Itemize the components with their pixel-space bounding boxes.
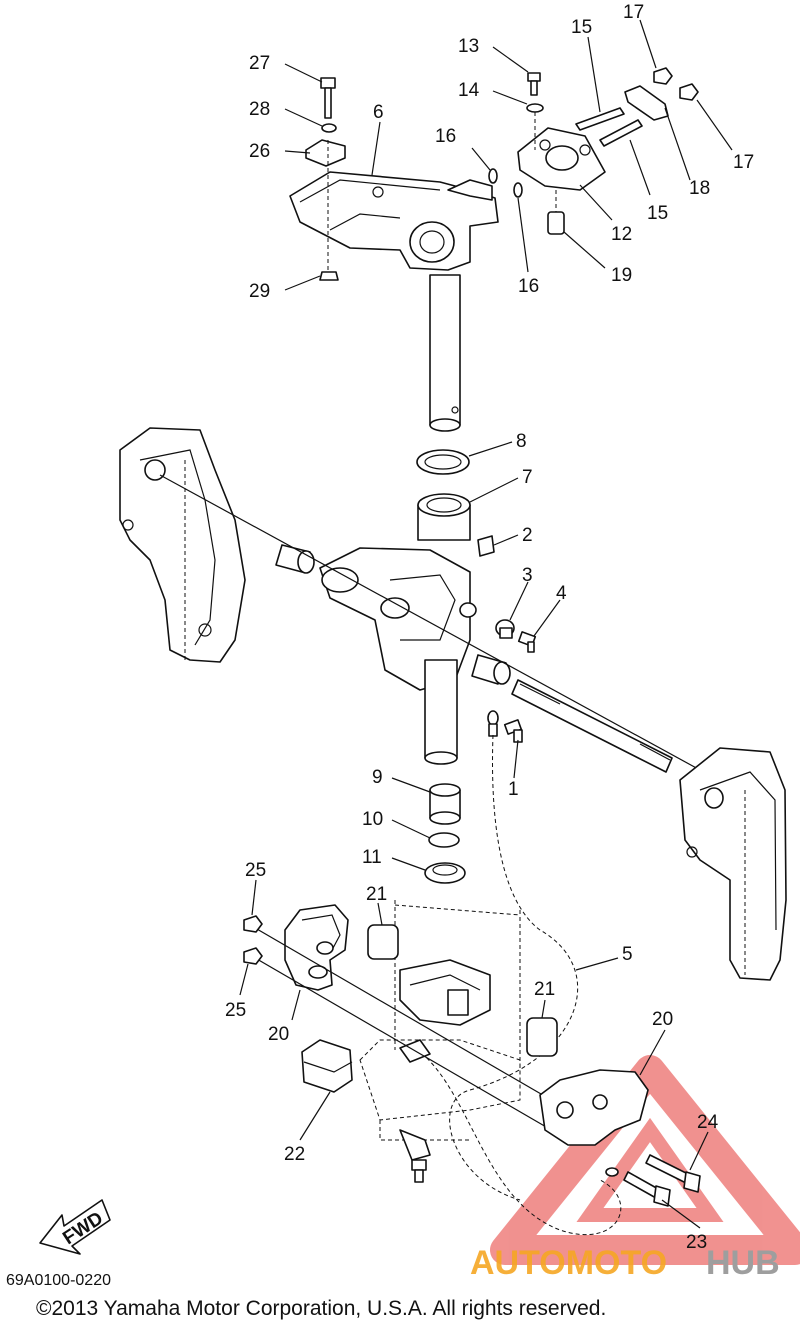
washer-part-14 [526,103,544,113]
callout-16-bottom: 16 [518,276,539,297]
mount-part-22 [301,1039,353,1093]
mount-housing-part-20-left [284,904,349,991]
bolt-part-24 [645,1154,701,1193]
clamp-bracket-right [679,747,787,981]
copyright-notice: ©2013 Yamaha Motor Corporation, U.S.A. A… [36,1297,606,1320]
bolt-part-1 [503,719,523,743]
nut-part-17a [653,67,673,85]
callout-9: 9 [372,767,383,788]
swivel-bracket [319,547,477,765]
callout-15-top: 15 [571,17,592,38]
mount-housing-part-20-right [539,1069,649,1146]
callout-2: 2 [522,525,533,546]
watermark-part2: HUB [706,1244,780,1282]
callout-10: 10 [362,809,383,830]
callout-18: 18 [689,178,710,199]
bolt-part-27 [320,77,336,119]
callout-19: 19 [611,265,632,286]
nut-part-25a [243,915,263,933]
callout-11: 11 [362,847,382,868]
ring-part-8 [416,449,470,475]
callout-14: 14 [458,80,480,101]
bushing-right [471,654,511,685]
callout-23: 23 [686,1232,707,1253]
o-ring-part-10 [428,832,460,848]
nut-part-25b [243,947,263,965]
steering-shaft [429,274,461,432]
callout-20-right: 20 [652,1009,673,1030]
clamp-bracket-left [119,427,246,663]
washer-part-16a [488,168,498,184]
callout-17-top: 17 [623,2,644,23]
callout-25-top: 25 [245,860,266,881]
washer-lower [605,1167,619,1177]
callout-28: 28 [249,99,270,120]
washer-part-28 [321,123,337,133]
callout-8: 8 [516,431,527,452]
callout-21-left: 21 [366,884,387,905]
plate-part-26 [305,139,346,167]
stud-bolt-part-15b [599,119,643,147]
callout-27: 27 [249,53,270,74]
callout-25-bottom: 25 [225,1000,246,1021]
callout-3: 3 [522,565,533,586]
tilt-tube [511,679,673,773]
callout-12: 12 [611,224,632,245]
watermark-part1: AUTOMOTO [470,1244,667,1282]
tape-part-2 [477,535,495,557]
callout-13: 13 [458,36,479,57]
seal-part-11 [424,862,466,884]
bushing-part-9 [429,783,461,825]
watermark-text: AUTOMOTO HUB [470,1244,780,1282]
axis-line [159,474,701,771]
ground-terminal [487,710,499,737]
callout-21-right: 21 [534,979,555,1000]
callout-1: 1 [508,779,519,800]
rubber-mount-part-21a [367,924,399,960]
callout-5: 5 [622,944,633,965]
bushing-part-7 [417,493,471,541]
callout-15-right: 15 [647,203,668,224]
callout-16-top: 16 [435,126,456,147]
diagram-code: 69A0100-0220 [6,1272,111,1289]
bolt-part-4 [517,631,537,653]
nut-part-17b [679,83,699,101]
cover-part-12 [517,127,606,191]
plate-part-18 [624,85,669,121]
lower-mount-housing [359,900,521,1141]
washer-part-16b [513,182,523,198]
callout-17-right: 17 [733,152,754,173]
bolt-part-23 [623,1171,671,1207]
callout-numbers: 27 28 26 6 29 13 14 15 17 16 18 12 16 19… [225,2,754,1253]
grease-nipple-part-19 [547,190,565,235]
callout-7: 7 [522,467,533,488]
callout-29: 29 [249,281,270,302]
steering-bracket-part-6 [289,171,499,271]
bolt-part-13 [527,72,541,96]
callout-6: 6 [373,102,384,123]
callout-26: 26 [249,141,270,162]
ground-connector-lower [399,1039,431,1183]
bushing-part-3 [495,619,515,639]
callout-22: 22 [284,1144,305,1165]
leader-lines [239,19,733,1229]
callout-24: 24 [697,1112,719,1133]
callout-20-left: 20 [268,1024,289,1045]
stud-bolt-part-15a [575,107,625,131]
nut-part-29 [319,271,339,281]
rubber-mount-part-21b [526,1017,558,1057]
fwd-arrow-icon: FWD [39,1199,111,1255]
callout-4: 4 [556,583,567,604]
